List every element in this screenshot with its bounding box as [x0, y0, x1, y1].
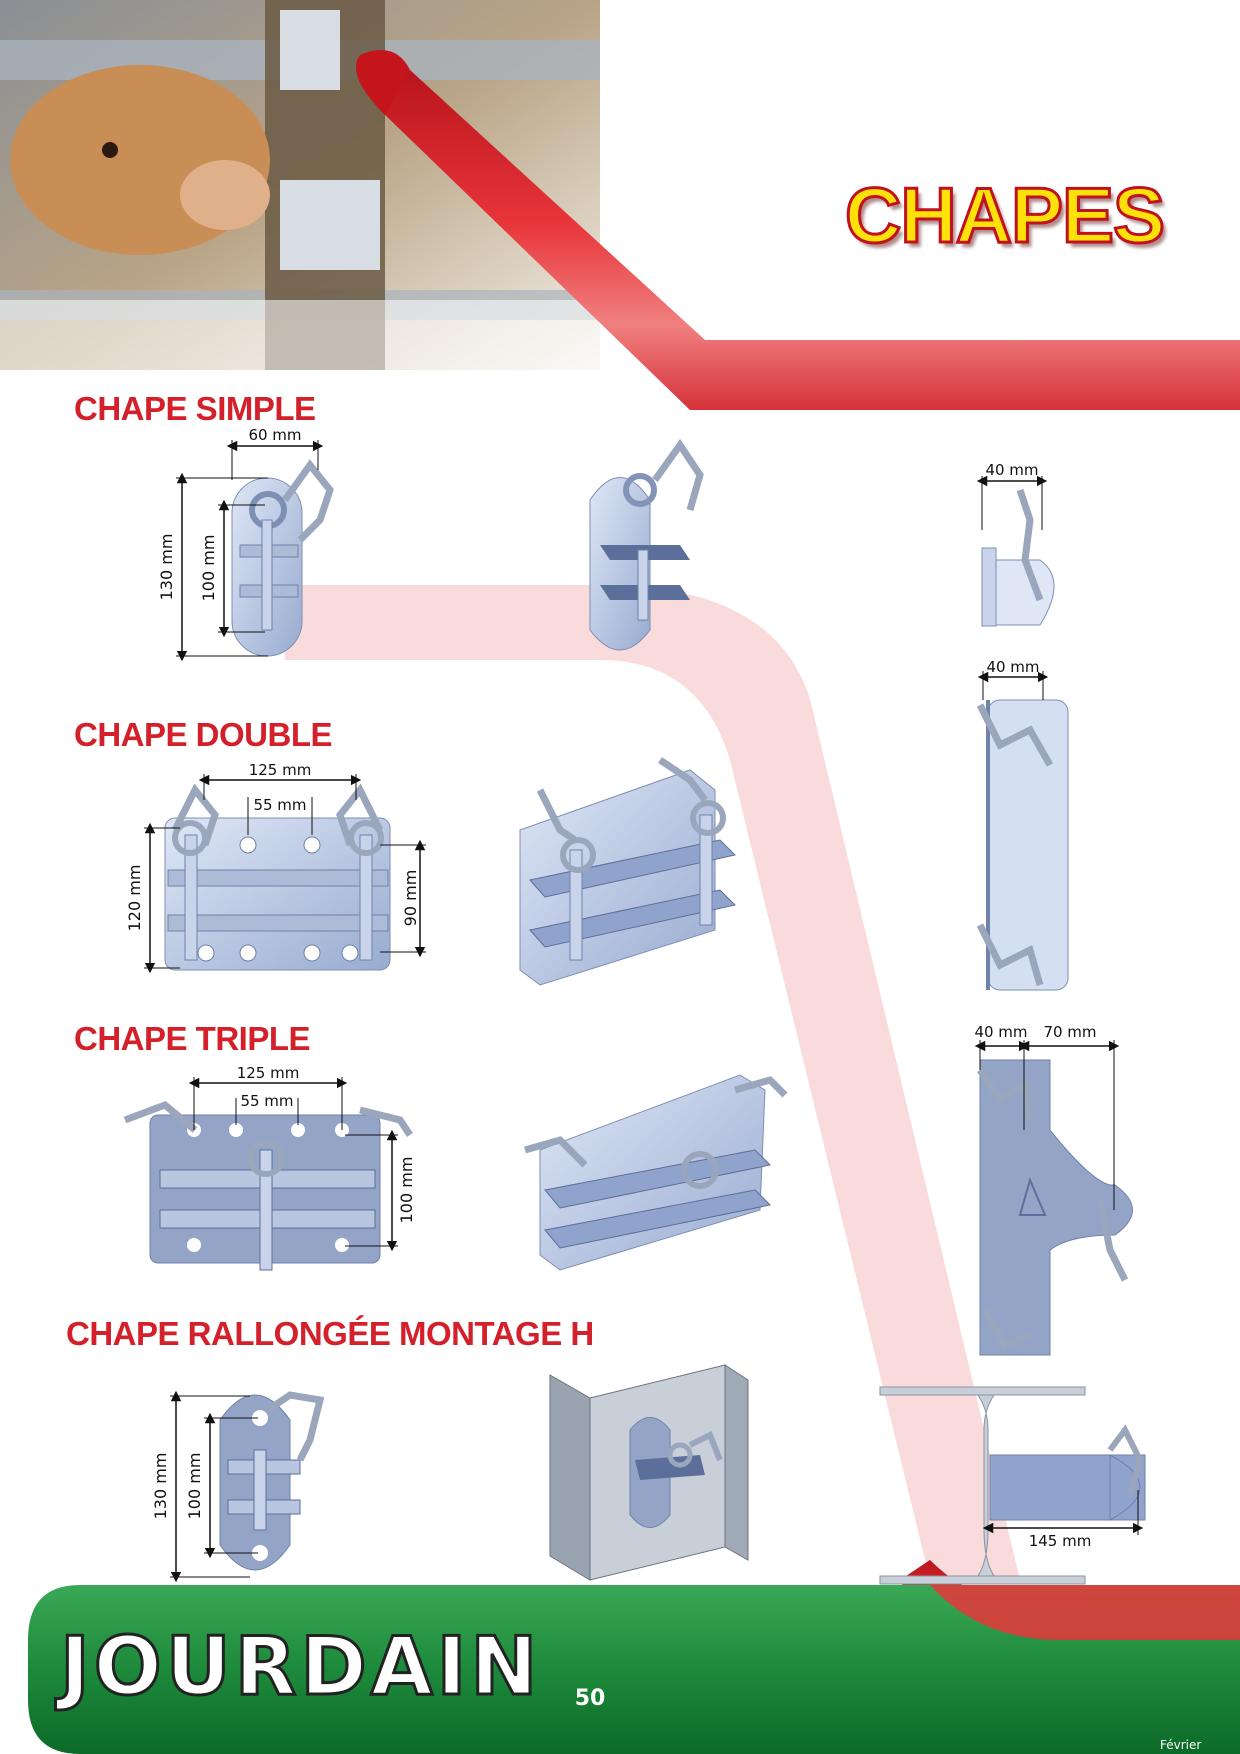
- dim-double-40: 40 mm: [986, 658, 1039, 676]
- double-side-view: [976, 699, 1069, 991]
- red-pipe: [380, 70, 1240, 410]
- rallongee-side-view: [879, 1386, 1146, 1585]
- jourdain-logo: JOURDAIN: [58, 1619, 542, 1715]
- simple-side-view: [981, 488, 1055, 627]
- footer-month: Février: [1160, 1738, 1202, 1752]
- dim-simple-60: 60 mm: [248, 426, 301, 444]
- page-number: 50: [574, 1686, 606, 1711]
- double-front-view: [164, 783, 391, 971]
- dim-double-120: 120 mm: [125, 865, 144, 932]
- section-title-rallongee: CHAPE RALLONGÉE MONTAGE H: [66, 1315, 594, 1352]
- dim-rallongee-100: 100 mm: [185, 1453, 204, 1520]
- dim-rallongee-130: 130 mm: [151, 1453, 170, 1520]
- dim-triple-100: 100 mm: [397, 1157, 416, 1224]
- faded-pipe: [285, 585, 1020, 1580]
- dim-simple-100: 100 mm: [199, 535, 218, 602]
- section-title-simple: CHAPE SIMPLE: [74, 390, 316, 427]
- simple-iso-view: [589, 438, 704, 651]
- rallongee-front-view: [219, 1391, 325, 1571]
- dim-rallongee-145: 145 mm: [1029, 1532, 1092, 1550]
- dim-triple-40: 40 mm: [974, 1023, 1027, 1041]
- dim-triple-125: 125 mm: [237, 1064, 300, 1082]
- footer-band: [28, 1585, 1240, 1754]
- dim-double-125: 125 mm: [249, 761, 312, 779]
- section-title-double: CHAPE DOUBLE: [74, 716, 333, 753]
- simple-front-view: [231, 459, 334, 657]
- dim-simple-40: 40 mm: [985, 461, 1038, 479]
- dim-triple-70: 70 mm: [1043, 1023, 1096, 1041]
- triple-iso-view: [524, 1074, 788, 1271]
- triple-front-view: [123, 1101, 413, 1271]
- dim-double-55: 55 mm: [253, 796, 306, 814]
- rallongee-iso-view: [549, 1364, 749, 1581]
- page-title: CHAPES: [843, 170, 1166, 261]
- section-title-triple: CHAPE TRIPLE: [74, 1020, 311, 1057]
- triple-side-view: [977, 1059, 1133, 1356]
- dim-triple-55: 55 mm: [240, 1092, 293, 1110]
- double-iso-view: [519, 757, 736, 986]
- dim-double-90: 90 mm: [401, 870, 420, 927]
- dim-simple-130: 130 mm: [157, 534, 176, 601]
